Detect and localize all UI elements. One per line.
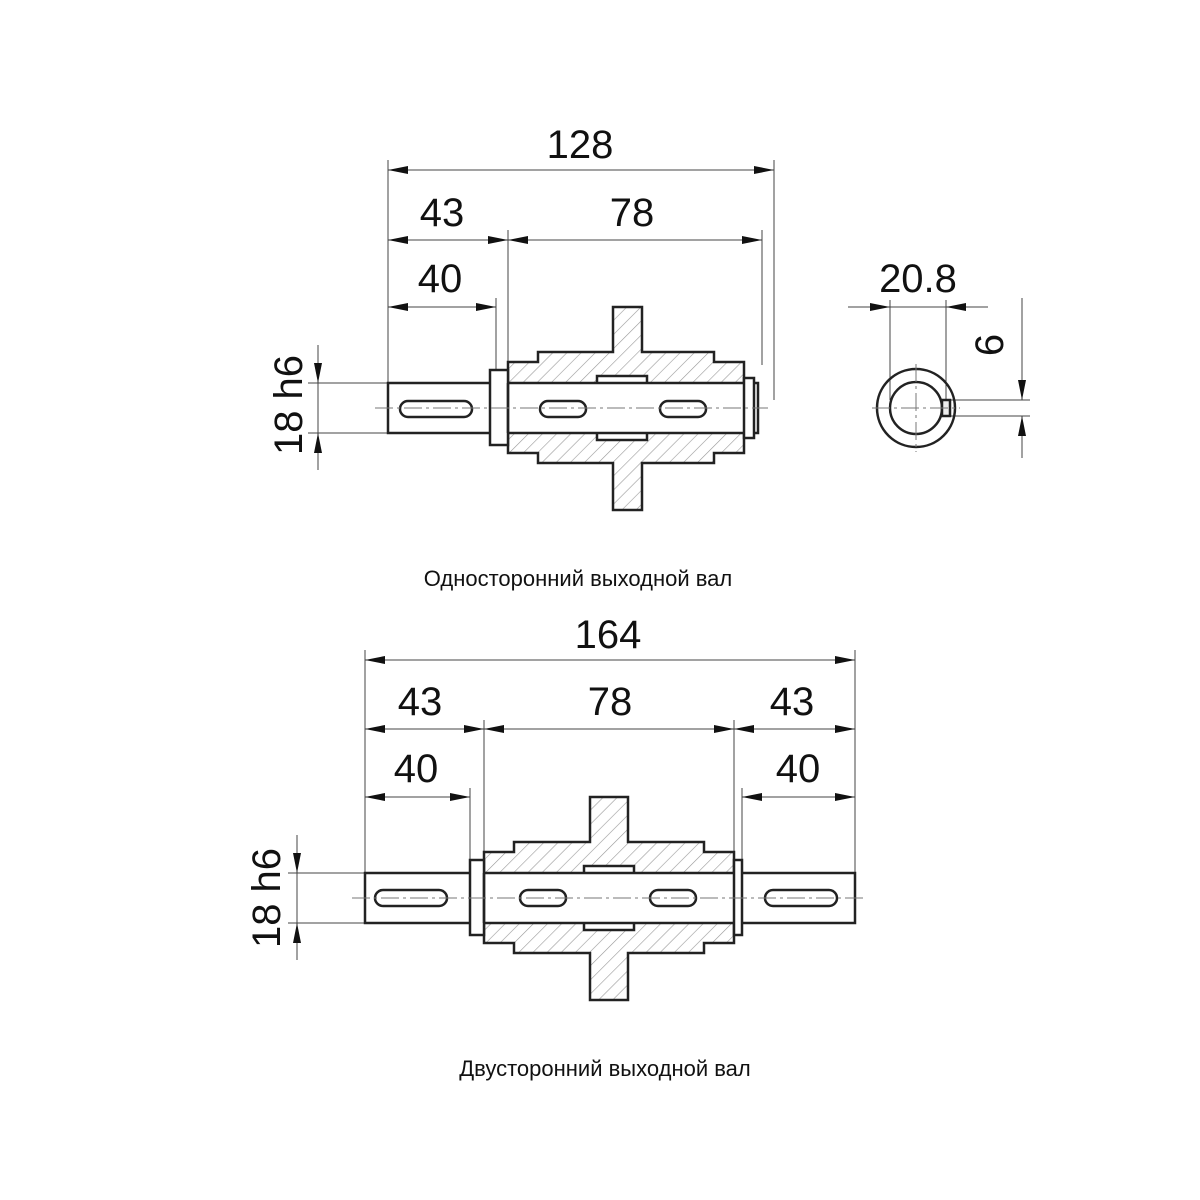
single-shaft-caption: Односторонний выходной вал bbox=[424, 566, 733, 591]
dim-middle: 78 bbox=[588, 680, 633, 724]
end-view: 20.8 6 bbox=[848, 257, 1030, 458]
dim-left: 43 bbox=[420, 191, 465, 235]
dim-diameter: 18 h6 bbox=[267, 355, 311, 455]
single-shaft-view: 128 43 78 40 18 h6 bbox=[267, 123, 775, 512]
shaft-body bbox=[375, 305, 768, 512]
dim-middle: 78 bbox=[610, 191, 655, 235]
dim-diameter: 18 h6 bbox=[245, 848, 289, 948]
shaft-body bbox=[352, 795, 866, 1002]
dim-total: 164 bbox=[575, 613, 642, 657]
dim-left: 43 bbox=[398, 680, 443, 724]
dim-key-depth: 20.8 bbox=[879, 257, 957, 301]
dim-right: 43 bbox=[770, 680, 815, 724]
dim-key-width: 6 bbox=[968, 334, 1012, 356]
dim-total: 128 bbox=[547, 123, 614, 167]
dim-key-left: 40 bbox=[394, 747, 439, 791]
dim-key-right: 40 bbox=[776, 747, 821, 791]
double-shaft-view: 164 43 78 43 40 40 18 h6 bbox=[245, 613, 866, 1002]
dim-key-left: 40 bbox=[418, 257, 463, 301]
double-shaft-caption: Двусторонний выходной вал bbox=[459, 1056, 751, 1081]
